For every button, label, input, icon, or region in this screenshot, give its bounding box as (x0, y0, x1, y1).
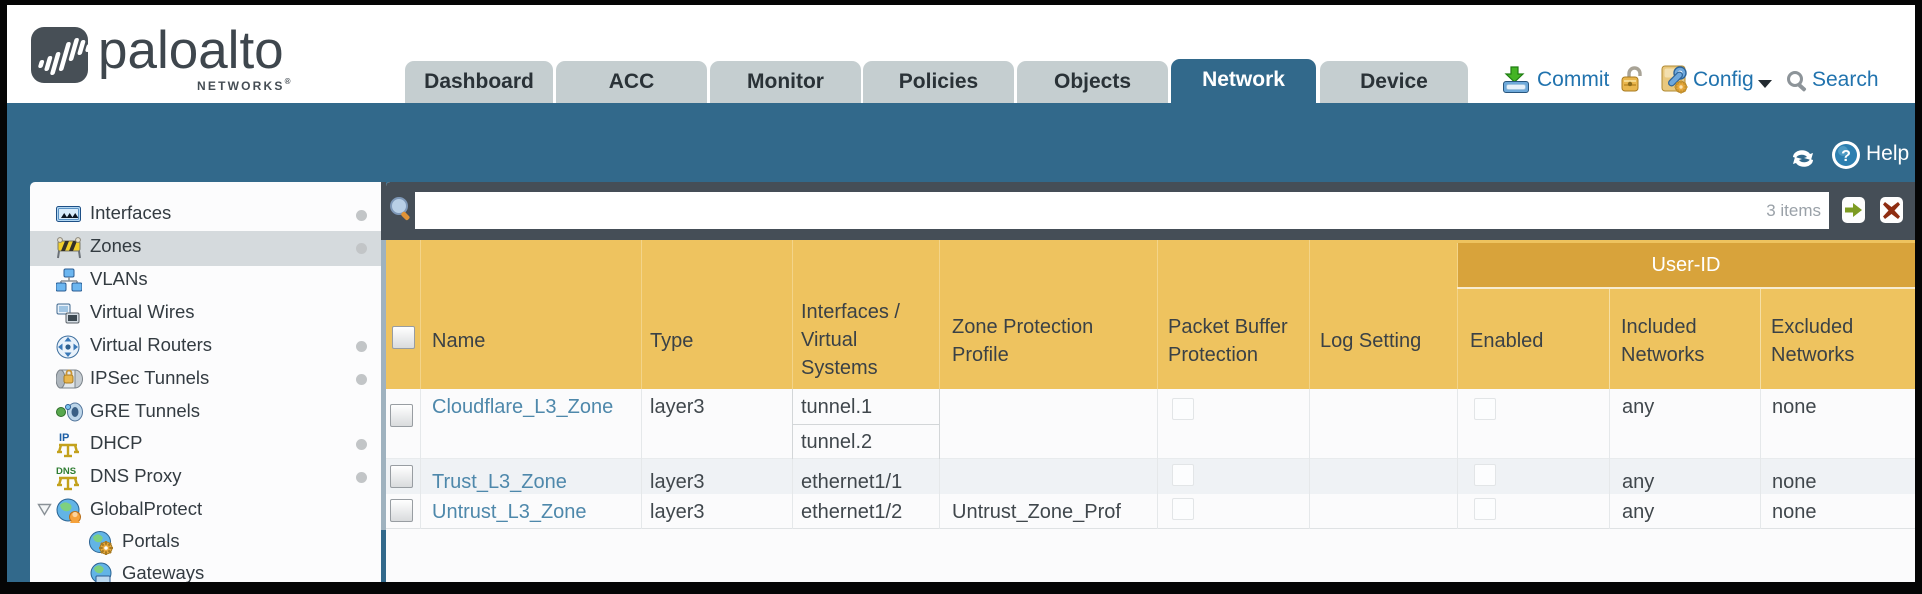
svg-text:DNS: DNS (56, 466, 76, 477)
svg-text:IP: IP (59, 432, 69, 444)
svg-text:?: ? (1841, 148, 1851, 165)
